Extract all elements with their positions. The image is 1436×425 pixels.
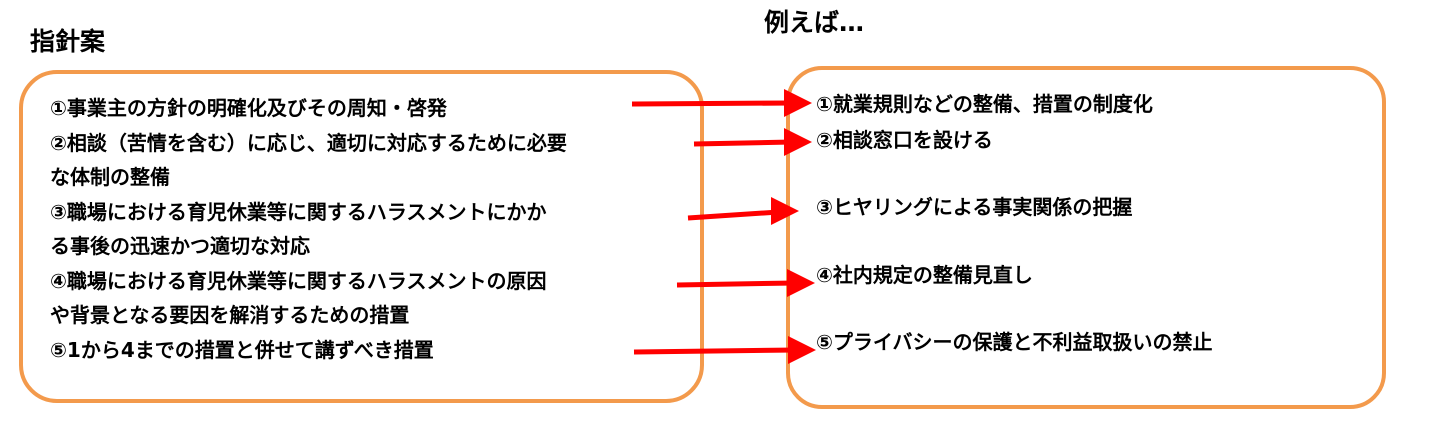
guideline-line-1: ①事業主の方針の明確化及びその周知・啓発 — [50, 96, 447, 120]
examples-heading: 例えば… — [764, 8, 865, 37]
guideline-line-3: な体制の整備 — [50, 165, 170, 189]
example-item-1: ①就業規則などの整備、措置の制度化 — [816, 92, 1153, 116]
example-item-2: ②相談窓口を設ける — [816, 128, 993, 152]
guideline-line-7: や背景となる要因を解消するための措置 — [50, 303, 410, 327]
example-item-4: ④社内規定の整備見直し — [816, 263, 1033, 287]
examples-panel — [786, 66, 1386, 409]
example-item-3: ③ヒヤリングによる事実関係の把握 — [816, 195, 1133, 219]
example-item-5: ⑤プライバシーの保護と不利益取扱いの禁止 — [816, 330, 1213, 354]
guideline-line-4: ③職場における育児休業等に関するハラスメントにかか — [50, 200, 547, 224]
guideline-line-5: る事後の迅速かつ適切な対応 — [50, 234, 310, 258]
guideline-line-6: ④職場における育児休業等に関するハラスメントの原因 — [50, 269, 547, 293]
guideline-heading: 指針案 — [30, 27, 106, 56]
guideline-line-8: ⑤1から4までの措置と併せて講ずべき措置 — [50, 338, 434, 362]
guideline-panel — [19, 70, 704, 403]
arrow-3 — [687, 197, 799, 225]
guideline-line-2: ②相談（苦情を含む）に応じ、適切に対応するために必要 — [50, 131, 567, 155]
